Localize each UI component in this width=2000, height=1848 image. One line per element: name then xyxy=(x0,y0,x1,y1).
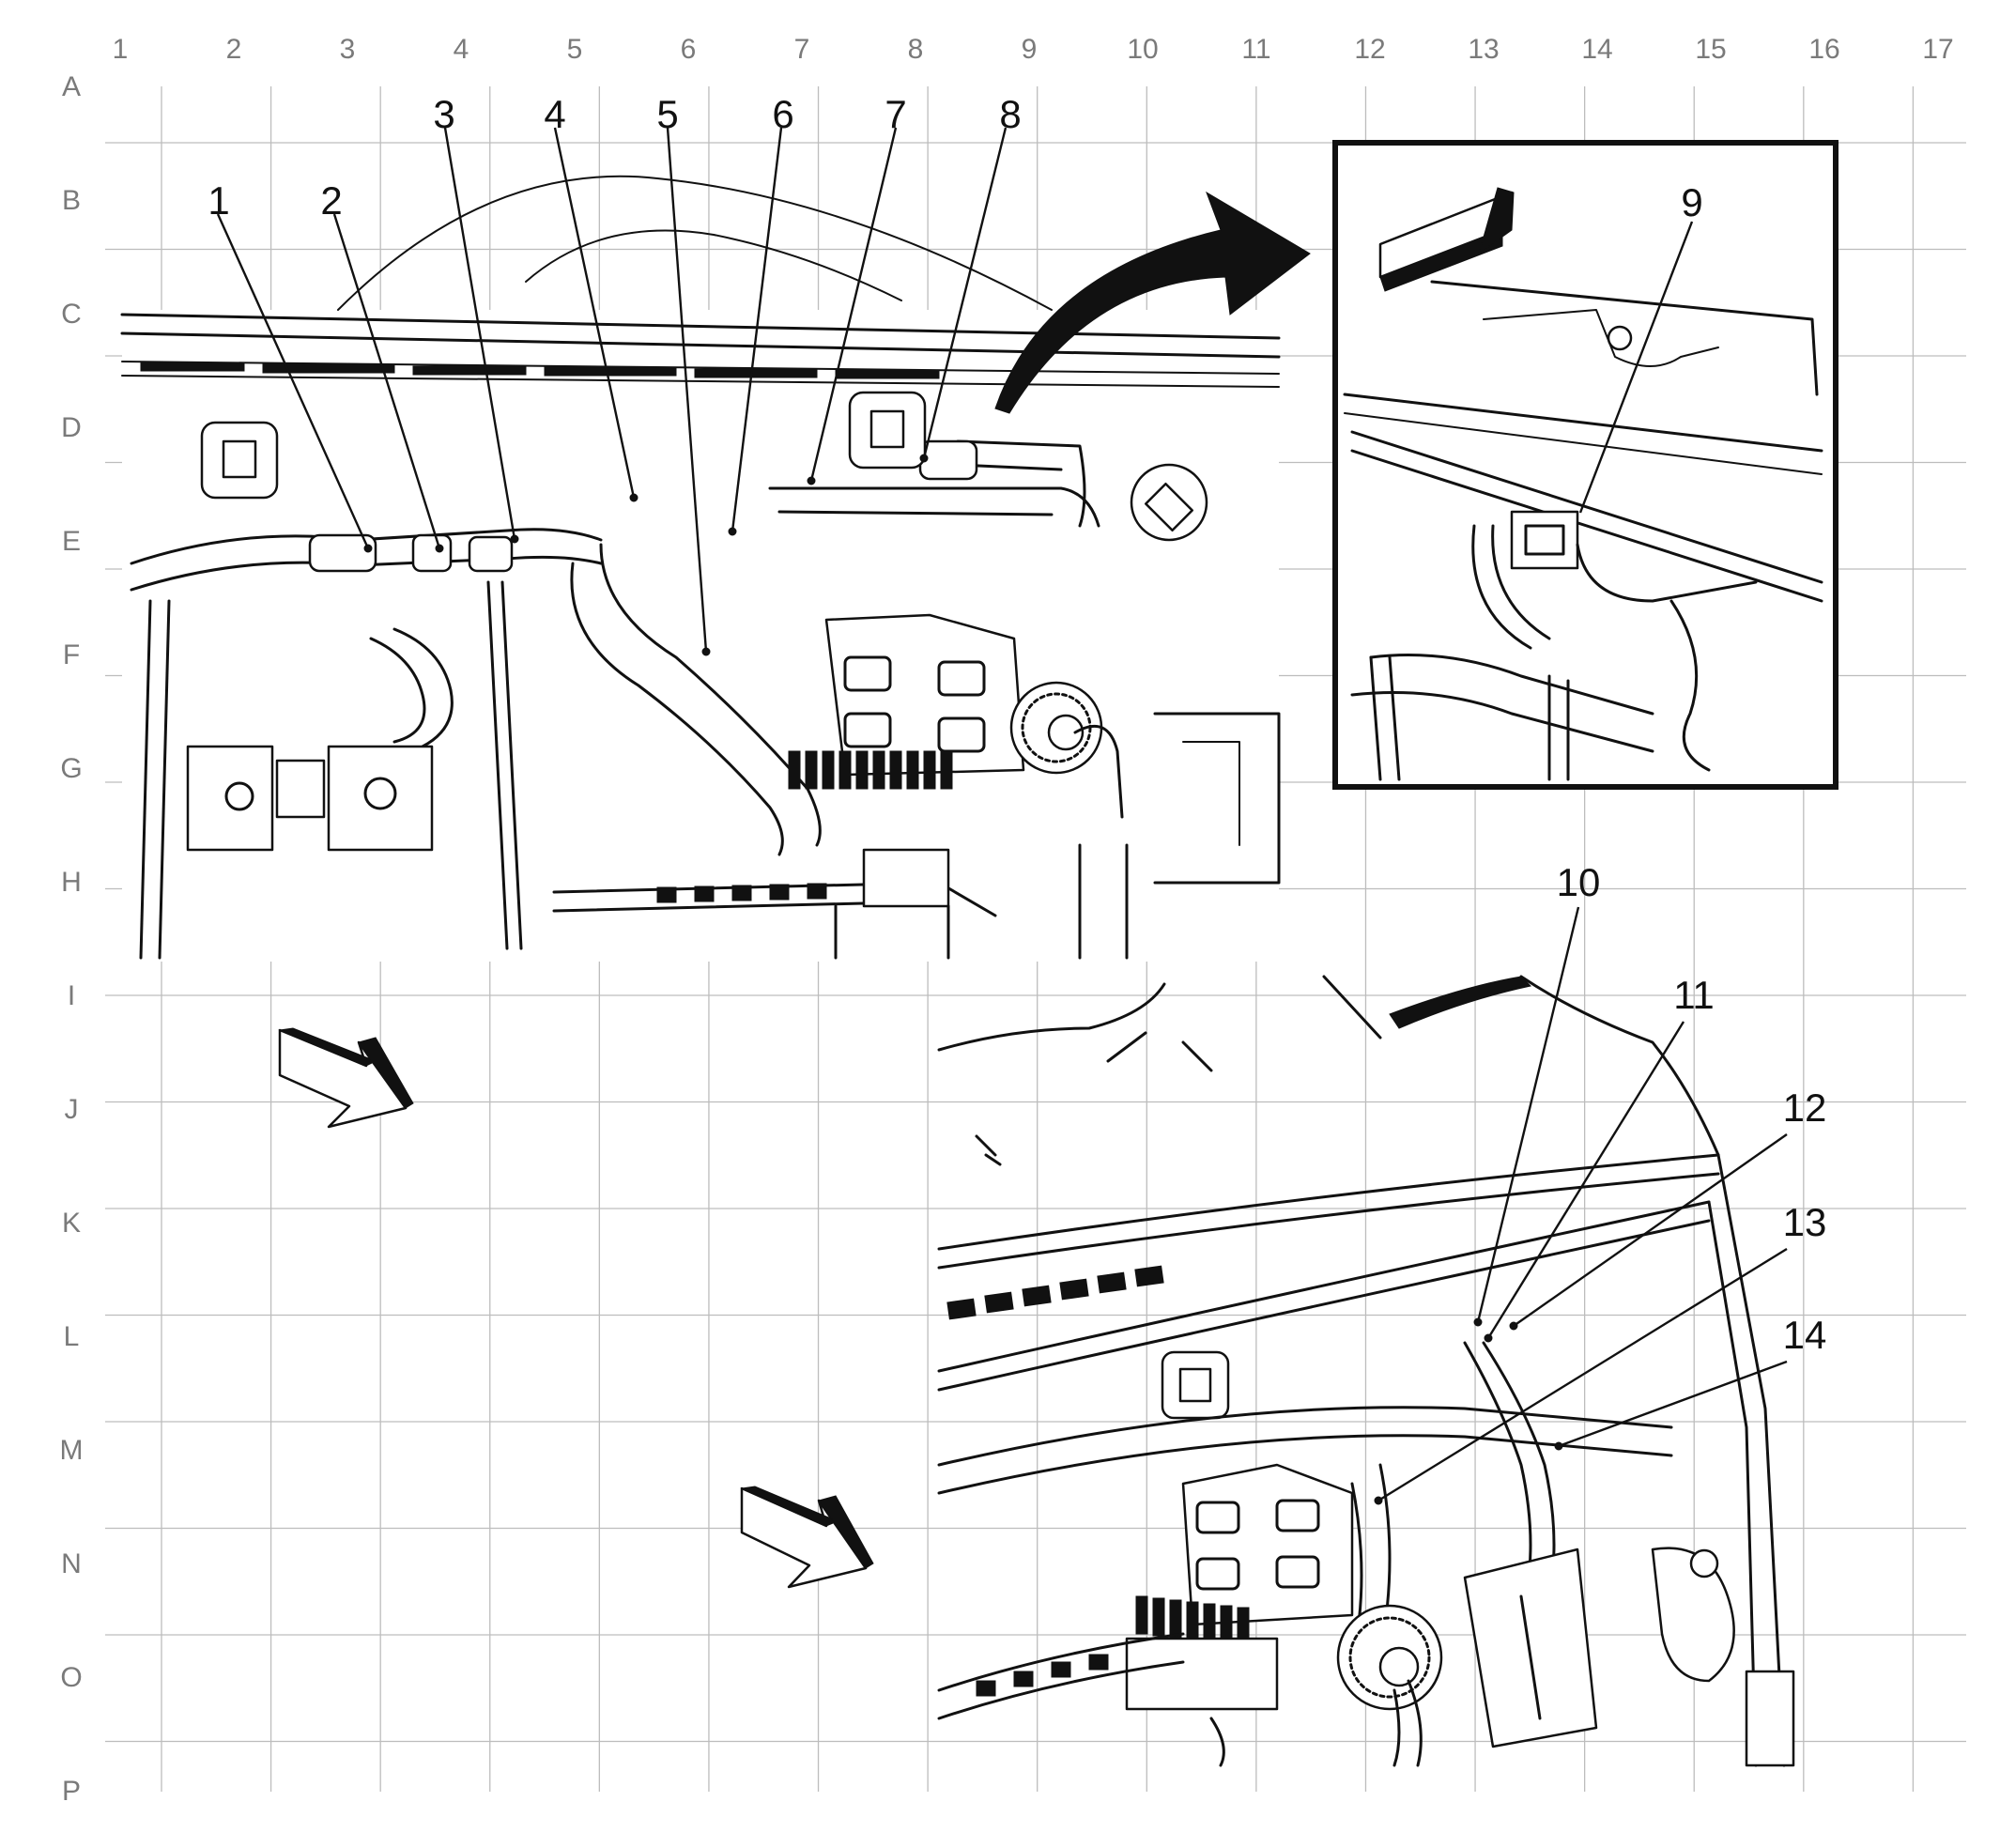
grid-row-label: C xyxy=(61,299,82,330)
grid-column-label: 15 xyxy=(1695,34,1726,65)
grid-column-label: 16 xyxy=(1808,34,1839,65)
grid-column-label: 2 xyxy=(226,34,242,65)
upper-harness-view xyxy=(120,175,1311,962)
grid-row-label: N xyxy=(61,1548,82,1579)
grid-row-label: K xyxy=(62,1208,81,1239)
grid-row-label: O xyxy=(60,1662,82,1693)
detail-inset xyxy=(1332,140,1838,790)
callout-4: 4 xyxy=(544,92,565,136)
callout-7: 7 xyxy=(885,92,906,136)
grid-row-label: H xyxy=(61,867,82,898)
grid-row-label: D xyxy=(61,412,82,443)
callout-3: 3 xyxy=(433,92,454,136)
grid-row-label: L xyxy=(64,1321,80,1352)
grid-column-label: 9 xyxy=(1022,34,1038,65)
grid-column-label: 6 xyxy=(681,34,697,65)
grid-row-label: E xyxy=(62,526,81,557)
grid-row-label: G xyxy=(60,753,82,784)
grid-row-labels: A B C D E F G H I J K L M N O P xyxy=(60,71,84,1807)
callout-1: 1 xyxy=(208,178,229,223)
grid-column-label: 17 xyxy=(1922,34,1953,65)
grid-row-label: M xyxy=(60,1435,84,1466)
callout-11: 11 xyxy=(1673,973,1715,1017)
callout-2: 2 xyxy=(320,178,342,223)
grid-column-label: 11 xyxy=(1241,34,1270,65)
grid-column-label: 10 xyxy=(1127,34,1158,65)
grid-column-label: 12 xyxy=(1354,34,1385,65)
view-arrow-left xyxy=(278,1027,414,1129)
callout-6: 6 xyxy=(772,92,793,136)
grid-column-label: 4 xyxy=(454,34,469,65)
callout-12: 12 xyxy=(1783,1086,1827,1130)
grid-row-label: F xyxy=(63,639,80,670)
grid-column-label: 8 xyxy=(908,34,924,65)
grid-row-label: B xyxy=(62,185,81,216)
grid-column-label: 7 xyxy=(794,34,810,65)
grid-column-label: 14 xyxy=(1581,34,1612,65)
grid-row-label: A xyxy=(62,71,81,102)
callout-points xyxy=(363,454,1563,1505)
grid-row-label: J xyxy=(65,1094,79,1125)
callout-leaders xyxy=(216,127,1788,1502)
grid-column-label: 5 xyxy=(567,34,583,65)
callout-numbers: 1 2 3 4 5 6 7 8 9 10 11 12 13 14 xyxy=(208,92,1826,1357)
grid-column-label: 1 xyxy=(113,34,129,65)
grid-row-label: P xyxy=(62,1776,81,1807)
callout-9: 9 xyxy=(1681,180,1702,224)
callout-8: 8 xyxy=(999,92,1021,136)
callout-14: 14 xyxy=(1783,1313,1827,1357)
callout-10: 10 xyxy=(1557,860,1601,904)
view-arrow-bottom xyxy=(740,1486,874,1589)
grid-column-label: 3 xyxy=(340,34,356,65)
callout-13: 13 xyxy=(1783,1200,1827,1244)
grid-row-label: I xyxy=(68,980,75,1011)
grid-column-label: 13 xyxy=(1468,34,1499,65)
callout-5: 5 xyxy=(656,92,678,136)
